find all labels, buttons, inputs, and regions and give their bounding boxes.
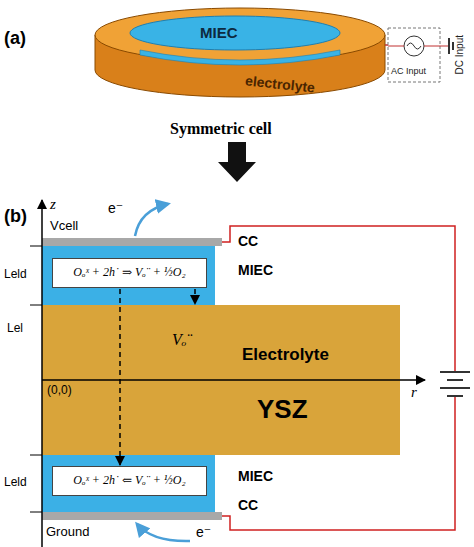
reaction-equation: Oₒˣ + 2h˙ ⇒ Vₒ¨ + ½O₂: [73, 266, 185, 280]
dimension: Lel: [7, 322, 23, 336]
dimension: Leld: [4, 476, 27, 490]
dim-tick: [30, 305, 42, 306]
part-name: MIEC: [238, 262, 273, 278]
part-name: MIEC: [238, 468, 273, 484]
electron-arrow: [135, 204, 168, 236]
r-axis: [42, 379, 425, 381]
electron-label: e⁻: [196, 524, 211, 540]
battery-plate: [440, 387, 470, 389]
signal-name: DC Input: [454, 35, 466, 74]
axis-name: z: [50, 196, 56, 213]
electrolyte-band: Vₒ¨ ElectrolyteYSZ: [42, 305, 400, 455]
origin-label: (0,0): [47, 384, 72, 398]
miec-layer: [130, 16, 340, 50]
external-wire: [222, 396, 455, 530]
ground-label: Ground: [46, 525, 89, 540]
ion-flow-arrow: [194, 289, 196, 304]
electron-label: e⁻: [108, 200, 123, 216]
part-name: CC: [238, 233, 258, 249]
axis-name: r: [411, 384, 417, 401]
z-axis: [41, 200, 43, 547]
signal-name: AC Input: [391, 66, 426, 76]
dim-tick: [30, 246, 42, 247]
dc-plate: [448, 38, 450, 54]
dim-tick: [30, 512, 42, 513]
dimension: Leld: [4, 268, 27, 282]
species-label: Vₒ¨: [172, 331, 192, 349]
disk-top: [95, 8, 385, 62]
panel-label: (b): [4, 206, 27, 227]
battery-plate: [447, 379, 463, 381]
current-collector: [42, 512, 222, 520]
miec-region: [42, 246, 215, 305]
panel-label: (a): [4, 28, 26, 49]
battery-plate: [440, 371, 470, 373]
miec-layer-bottom: [140, 50, 340, 65]
electron-arrow: [137, 524, 190, 541]
dc-plate: [452, 42, 454, 50]
ion-flow-arrow: [119, 289, 121, 465]
current-collector: [42, 238, 222, 246]
reaction-equation: Oₒˣ + 2h˙ ⇐ Vₒ¨ + ½O₂: [73, 474, 185, 488]
reaction-box: Oₒˣ + 2h˙ ⇒ Vₒ¨ + ½O₂: [52, 258, 207, 288]
ac-box: [388, 28, 440, 82]
material-name: YSZ: [257, 395, 308, 425]
part-name: Electrolyte: [242, 345, 329, 365]
external-wire: [222, 226, 455, 372]
down-arrow: [218, 142, 256, 182]
battery-plate: [447, 395, 463, 397]
miec-region: [42, 455, 215, 512]
figure-caption: Symmetric cell: [170, 120, 272, 138]
wire: [388, 46, 404, 47]
potential-label: Vcell: [50, 219, 78, 234]
reaction-box: Oₒˣ + 2h˙ ⇐ Vₒ¨ + ½O₂: [52, 466, 207, 496]
ac-source: [404, 36, 424, 56]
dim-tick: [30, 455, 42, 456]
part-name: CC: [238, 497, 258, 513]
part-name: MIEC: [200, 24, 238, 41]
ac-wave: [407, 43, 421, 49]
wire: [424, 46, 448, 47]
